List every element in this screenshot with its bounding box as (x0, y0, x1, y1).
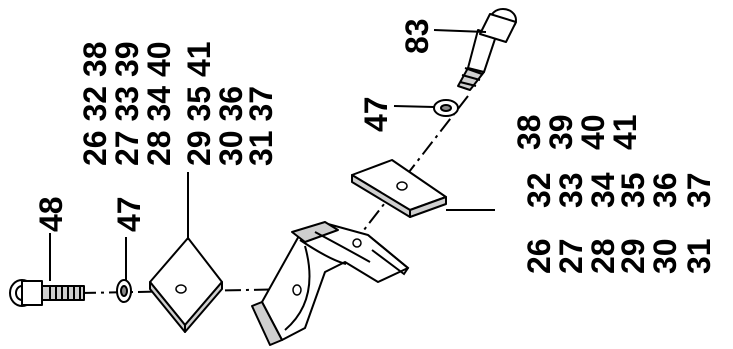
callout-83: 83 (399, 18, 435, 54)
washer-47-top (433, 99, 459, 117)
callout-plate-right-35: 35 (615, 172, 651, 208)
leader-83 (433, 29, 487, 33)
clamp-bracket (251, 221, 410, 346)
callout-plate-right-39: 39 (543, 114, 579, 150)
callout-plate-right-32: 32 (521, 172, 557, 208)
callout-plate-right-31: 31 (681, 238, 717, 274)
callout-plate-right-26: 26 (521, 238, 557, 274)
callout-plate-right-33: 33 (553, 172, 589, 208)
leader-47-top (393, 105, 435, 108)
assembly-axis-upper (359, 95, 469, 236)
callout-plate-left-col3: 28 34 40 (141, 41, 177, 166)
callout-plate-left-col1: 26 32 38 (77, 41, 113, 166)
callout-plate-right-28: 28 (585, 238, 621, 274)
callout-47-top: 47 (358, 96, 394, 132)
callout-plate-left-col6: 31 37 (243, 86, 279, 166)
callout-plate-left-col2: 27 33 39 (109, 41, 145, 166)
callout-plate-right-29: 29 (615, 238, 651, 274)
callout-plate-right-38: 38 (511, 114, 547, 150)
plate-right (351, 159, 447, 218)
callout-plate-right-36: 36 (647, 172, 683, 208)
callout-group-plate-left: 26 32 38 27 33 39 28 34 40 29 35 41 30 3… (77, 41, 279, 166)
callout-plate-left-col5: 30 36 (213, 86, 249, 166)
callout-47-left: 47 (111, 196, 147, 232)
bolt-48 (9, 279, 85, 307)
callout-plate-right-41: 41 (607, 114, 643, 150)
bolt-83 (457, 8, 517, 91)
callout-plate-right-40: 40 (575, 114, 611, 150)
callout-group-plate-right: 38 39 40 41 32 33 34 35 36 37 26 27 28 2… (511, 114, 717, 274)
callout-plate-right-27: 27 (553, 238, 589, 274)
plate-left (149, 237, 223, 333)
callout-48: 48 (33, 196, 69, 232)
callout-plate-right-30: 30 (647, 238, 683, 274)
callout-plate-right-34: 34 (585, 172, 621, 208)
callout-plate-left-col4: 29 35 41 (181, 41, 217, 166)
callout-plate-right-37: 37 (681, 172, 717, 208)
washer-47-left (116, 279, 132, 303)
